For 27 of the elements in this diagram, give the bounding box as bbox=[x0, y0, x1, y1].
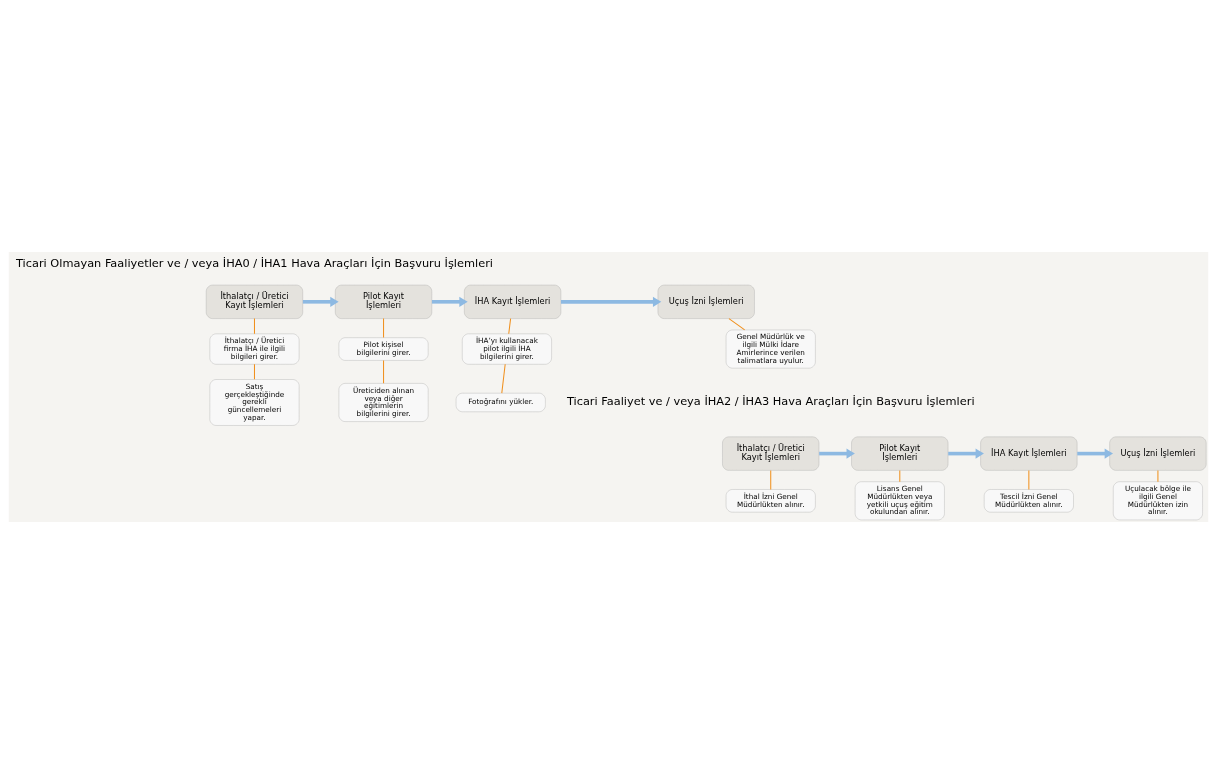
node-box: Pilot Kayıt İşlemleri bbox=[335, 284, 432, 319]
connector bbox=[770, 469, 772, 490]
connector bbox=[253, 318, 255, 335]
node-box: İHA Kayıt İşlemleri bbox=[464, 284, 562, 319]
connector bbox=[383, 359, 385, 384]
label: Ticari Olmayan Faaliyetler ve / veya İHA0 / İHA1 Hava Araçları İçin Başvuru İşlemleri bbox=[16, 255, 493, 270]
connector bbox=[508, 318, 512, 335]
connector bbox=[1028, 469, 1030, 490]
connector bbox=[728, 318, 746, 331]
arrow bbox=[561, 296, 662, 307]
connector bbox=[899, 469, 901, 483]
node-box: Uçuş İzni İşlemleri bbox=[657, 284, 755, 319]
node-box: Pilot Kayıt İşlemleri bbox=[851, 436, 949, 471]
arrow bbox=[302, 296, 339, 307]
arrow bbox=[948, 448, 984, 459]
node-box: Uçuş İzni İşlemleri bbox=[1109, 436, 1207, 471]
arrow bbox=[431, 296, 468, 307]
connector bbox=[1157, 469, 1159, 483]
arrow bbox=[1077, 448, 1113, 459]
label: Ticari Faaliyet ve / veya İHA2 / İHA3 Hava Araçları İçin Başvuru İşlemleri bbox=[566, 394, 975, 409]
arrow bbox=[819, 448, 855, 459]
connector bbox=[253, 363, 255, 380]
node-box: İthalatçı / Üretici Kayıt İşlemleri bbox=[722, 436, 820, 471]
node-box: İHA Kayıt İşlemleri bbox=[980, 436, 1078, 471]
connector bbox=[501, 363, 506, 394]
connector bbox=[383, 318, 385, 339]
node-box: İthalatçı / Üretici Kayıt İşlemleri bbox=[206, 284, 303, 319]
